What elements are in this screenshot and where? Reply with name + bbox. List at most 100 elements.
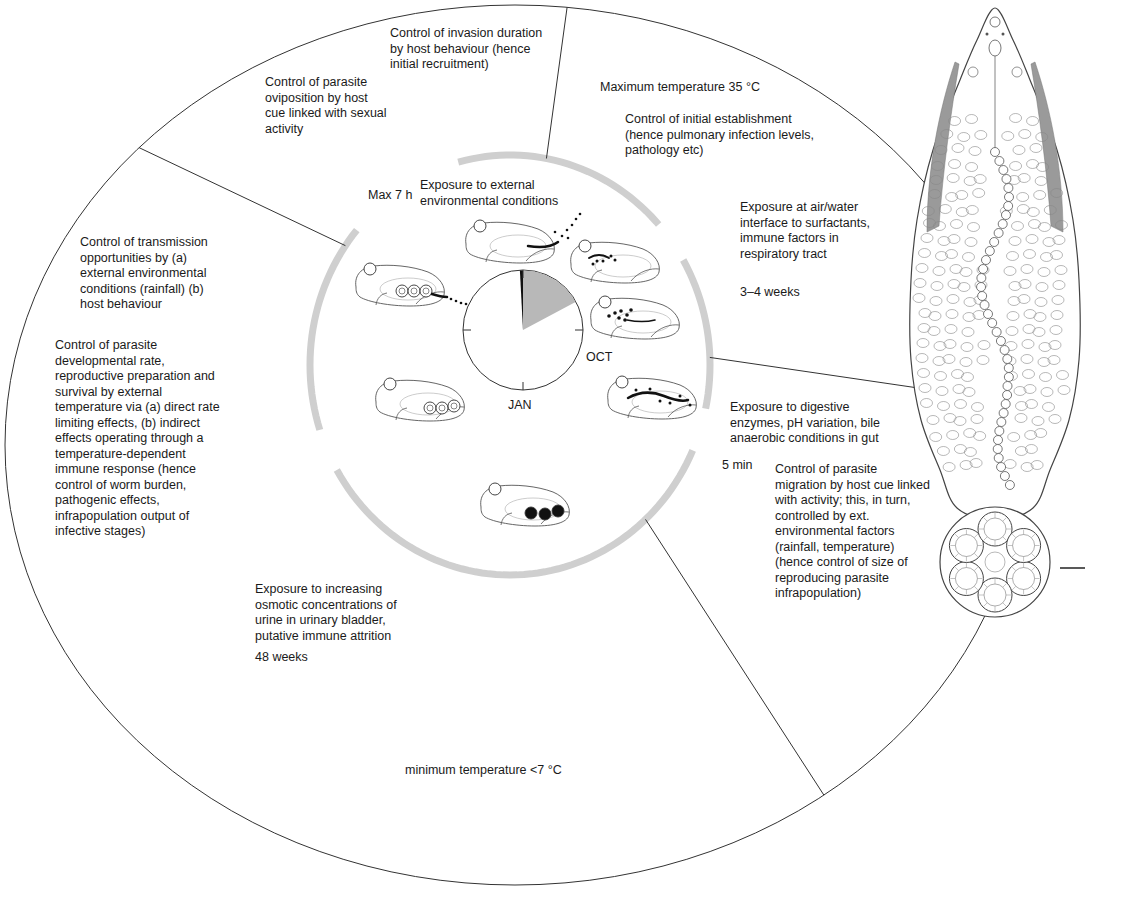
parasite-dot bbox=[625, 313, 629, 317]
egg bbox=[448, 400, 460, 412]
uterine-egg bbox=[991, 148, 1000, 157]
uterine-egg bbox=[1003, 355, 1012, 364]
sucker-rib bbox=[1031, 553, 1035, 557]
vitelline-follicle bbox=[943, 355, 955, 364]
vitelline-follicle bbox=[1051, 251, 1063, 260]
uterine-egg bbox=[997, 418, 1006, 427]
vitelline-follicle bbox=[965, 238, 977, 247]
vitelline-follicle bbox=[952, 144, 964, 153]
sucker-rib bbox=[1008, 545, 1013, 546]
uterine-egg bbox=[1004, 193, 1013, 202]
vitelline-follicle bbox=[916, 264, 928, 273]
vitelline-follicle bbox=[935, 146, 947, 155]
frog-foreleg bbox=[501, 513, 512, 525]
parasite-dot bbox=[617, 316, 621, 320]
sucker-rib bbox=[995, 540, 996, 545]
sucker-rib bbox=[1003, 603, 1007, 607]
annotation-text: Exposure to external environmental condi… bbox=[420, 178, 570, 209]
parasite-dot bbox=[450, 298, 453, 301]
vitelline-follicle bbox=[973, 311, 985, 320]
vitelline-follicle bbox=[1032, 417, 1044, 426]
uterine-egg bbox=[1004, 364, 1013, 373]
vitelline-follicle bbox=[958, 133, 970, 142]
uterine-egg bbox=[1001, 400, 1010, 409]
vitelline-follicle bbox=[1013, 146, 1025, 155]
vitelline-follicle bbox=[922, 207, 934, 216]
parasite-trail bbox=[589, 255, 609, 258]
vitelline-follicle bbox=[1038, 268, 1050, 277]
annotation-text: Exposure at air/water interface to surfa… bbox=[740, 200, 890, 262]
vitelline-follicle bbox=[1036, 133, 1048, 142]
annotation-text: minimum temperature <7 °C bbox=[405, 763, 562, 779]
vitelline-follicle bbox=[1043, 403, 1055, 412]
vitelline-follicle bbox=[944, 340, 956, 349]
vitelline-follicle bbox=[1015, 414, 1027, 423]
sucker-rib bbox=[1023, 557, 1024, 562]
sucker-rib bbox=[966, 563, 967, 568]
uterine-egg bbox=[998, 220, 1007, 229]
vitelline-follicle bbox=[946, 310, 958, 319]
egg bbox=[525, 507, 537, 519]
sucker-rib bbox=[984, 584, 988, 588]
uterine-egg bbox=[990, 238, 999, 247]
frog-hindleg bbox=[651, 325, 679, 337]
vitelline-follicle bbox=[919, 249, 931, 258]
vitelline-follicle bbox=[1035, 298, 1047, 307]
uterine-egg bbox=[994, 229, 1003, 238]
sucker-rib bbox=[966, 557, 967, 562]
sucker-rib bbox=[995, 606, 996, 611]
uterine-egg bbox=[980, 301, 989, 310]
vitelline-follicle bbox=[974, 432, 986, 441]
vitelline-follicle bbox=[1051, 311, 1063, 320]
duration-arc bbox=[310, 230, 357, 430]
vitelline-follicle bbox=[1050, 326, 1062, 335]
worm-mouth bbox=[990, 17, 1000, 27]
uterine-egg bbox=[985, 247, 994, 256]
vitelline-follicle bbox=[1024, 385, 1036, 394]
egg bbox=[424, 402, 436, 414]
vitelline-follicle bbox=[1018, 295, 1030, 304]
parasite-dot bbox=[610, 255, 613, 258]
vitelline-follicle bbox=[1048, 356, 1060, 365]
uterine-egg bbox=[1002, 175, 1011, 184]
vitelline-follicle bbox=[966, 163, 978, 172]
vitelline-follicle bbox=[1022, 340, 1034, 349]
vitelline-follicle bbox=[929, 190, 941, 199]
annotation-text: Control of parasite developmental rate, … bbox=[55, 338, 230, 540]
sucker-rib bbox=[1012, 534, 1016, 538]
vitelline-follicle bbox=[962, 373, 974, 382]
egg bbox=[396, 285, 408, 297]
vitelline-follicle bbox=[1034, 191, 1046, 200]
vitelline-follicle bbox=[1026, 400, 1038, 409]
sucker-rib bbox=[1023, 563, 1024, 568]
parasite-dot bbox=[602, 260, 605, 263]
vitelline-follicle bbox=[1057, 371, 1069, 380]
parasite-dot bbox=[460, 302, 463, 305]
vitelline-follicle bbox=[941, 130, 953, 139]
vitelline-follicle bbox=[1053, 281, 1065, 290]
worm-pharynx bbox=[989, 40, 1001, 56]
frog-hindleg bbox=[526, 249, 554, 261]
sucker-rib bbox=[979, 595, 984, 596]
sucker-rib bbox=[995, 513, 996, 518]
habitat-oval bbox=[5, 5, 1025, 885]
vitelline-follicle bbox=[951, 220, 963, 229]
vitelline-follicle bbox=[919, 384, 931, 393]
sucker-rib bbox=[984, 603, 988, 607]
parasite-dot bbox=[561, 235, 564, 238]
vitelline-follicle bbox=[949, 160, 961, 169]
parasite-dot bbox=[669, 402, 672, 405]
parasite-dot bbox=[571, 224, 574, 227]
sucker-rib bbox=[977, 545, 982, 546]
vitelline-follicle bbox=[1031, 461, 1043, 470]
uterine-egg bbox=[979, 265, 988, 274]
parasite-dot bbox=[455, 300, 458, 303]
sucker-rib bbox=[1023, 530, 1024, 535]
sucker-rib bbox=[966, 530, 967, 535]
haptor-centre bbox=[985, 552, 1005, 572]
sucker-rib bbox=[955, 553, 959, 557]
parasite-dot bbox=[689, 404, 692, 407]
vitelline-follicle bbox=[975, 131, 987, 140]
frog-foreleg bbox=[591, 270, 602, 282]
